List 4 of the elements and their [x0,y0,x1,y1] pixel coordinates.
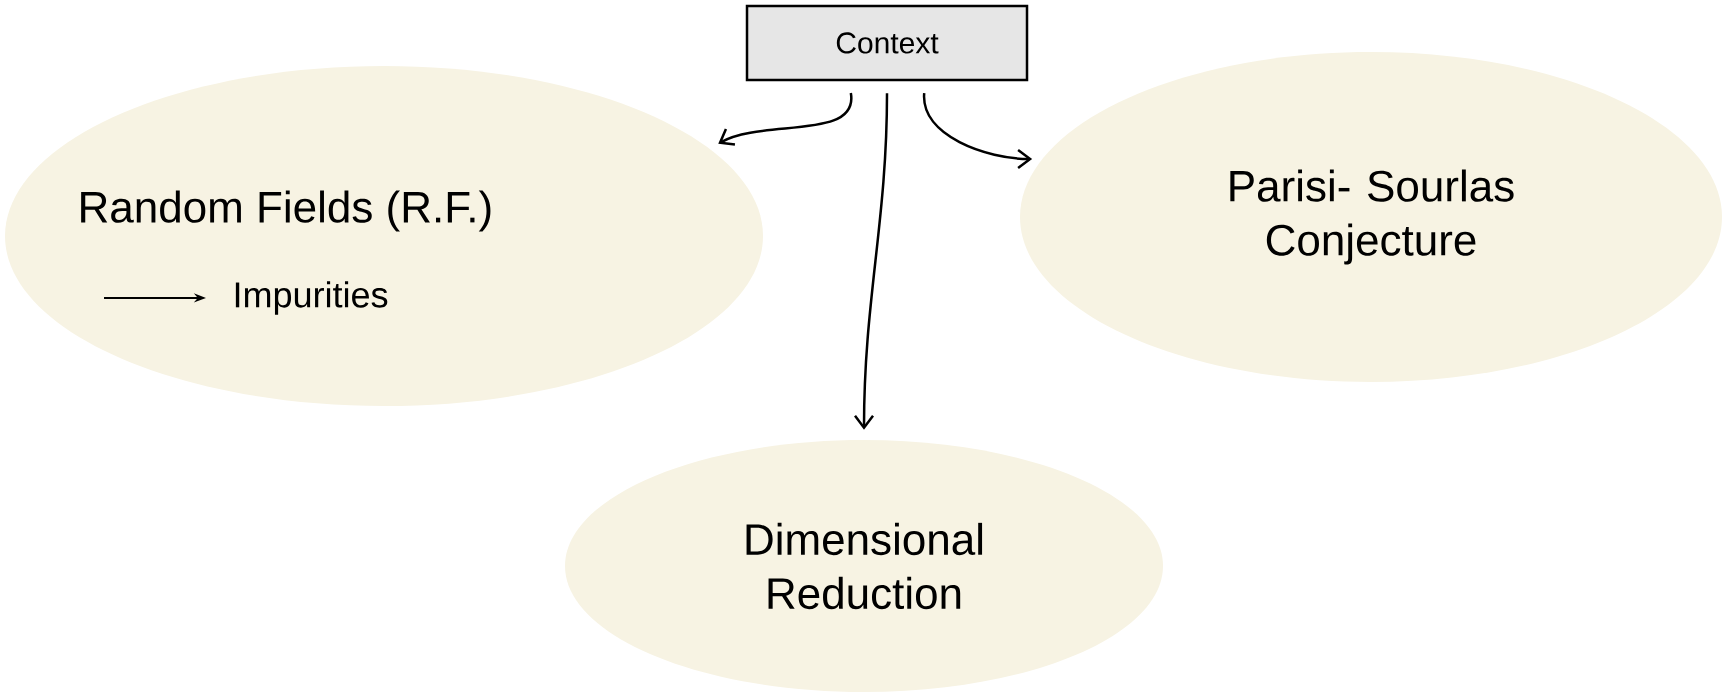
context-box: Context [745,4,1029,82]
arrow [922,93,1033,169]
arrow [854,93,889,430]
arrow [718,93,853,146]
